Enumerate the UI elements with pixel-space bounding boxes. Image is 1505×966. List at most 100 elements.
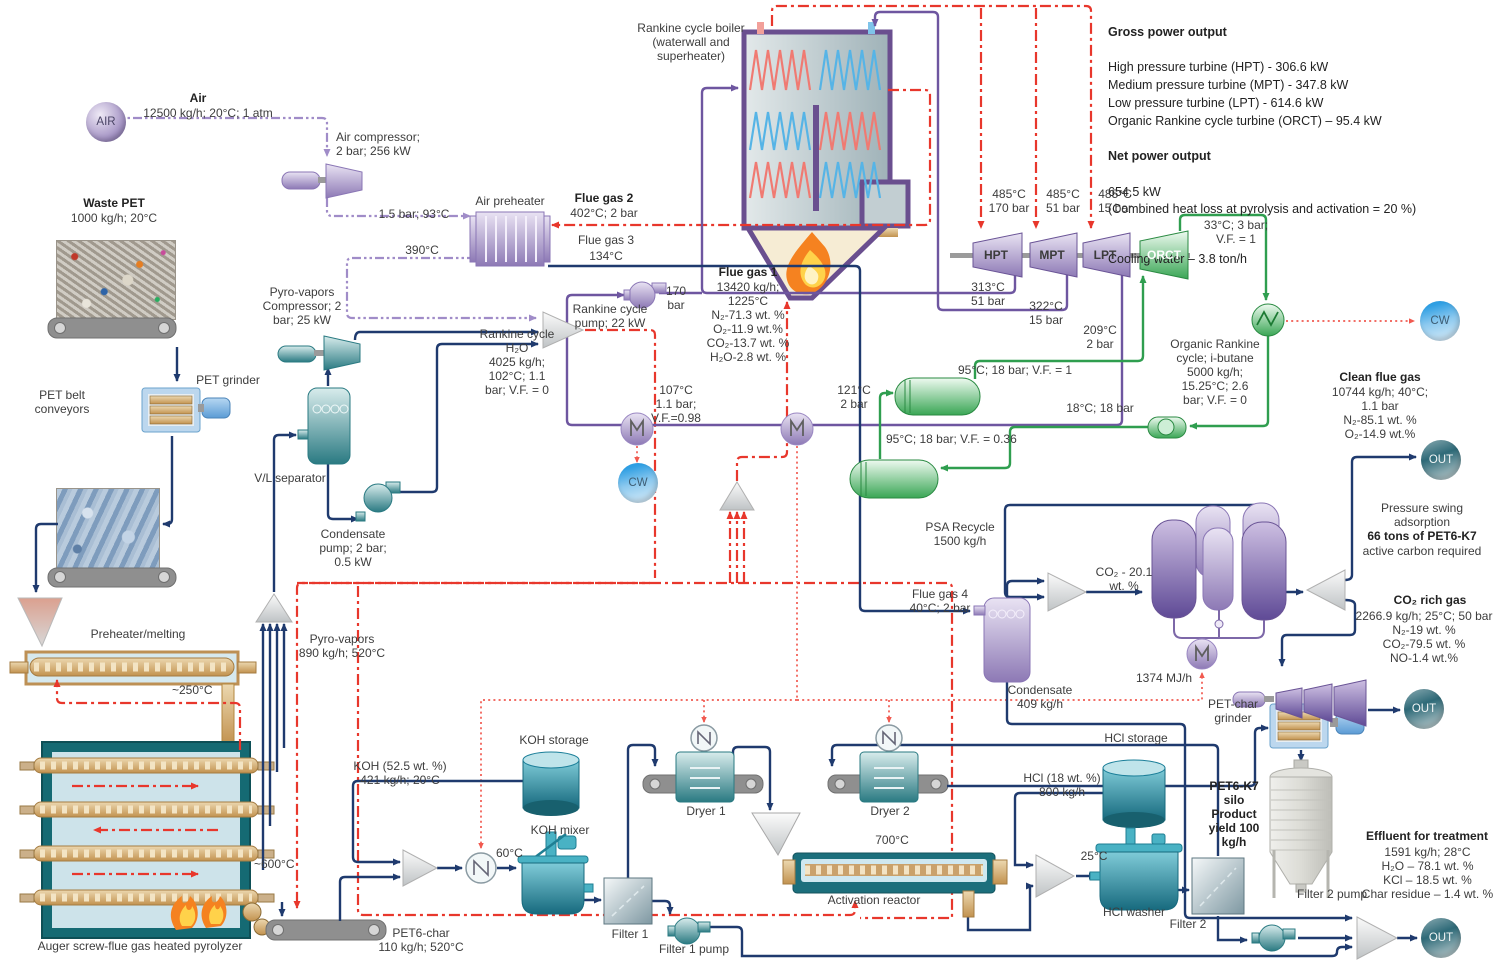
- net-power-lines: 654.5 kW (Combined heat loss at pyrolysi…: [1108, 184, 1417, 217]
- psa-label-1: Pressure swing adsorption: [1380, 501, 1464, 529]
- belt-1: [47, 317, 177, 339]
- rankine-pump-icon: [623, 281, 667, 309]
- orc-cycle-spec: Organic Rankine cycle; i-butane 5000 kg/…: [1170, 337, 1260, 407]
- flue-gas3-spec: 134°C: [589, 249, 623, 263]
- lpt-icon: [1082, 232, 1131, 278]
- pyro-compressor-icon: [277, 335, 361, 371]
- mpt-inlet-label: 485°C 51 bar: [1045, 187, 1081, 215]
- waste-pet-photo: [56, 240, 176, 320]
- koh-storage-icon: [522, 751, 580, 816]
- hpt-outlet-label: 313°C 51 bar: [970, 280, 1006, 308]
- effluent-spec: 1591 kg/h; 28°C H₂O – 78.1 wt. % KCl – 1…: [1361, 845, 1494, 901]
- activation-reactor-label: Activation reactor: [827, 893, 921, 907]
- compressor-outlet-label: 1.5 bar; 93°C: [378, 207, 450, 221]
- burner-mixer: [719, 481, 755, 511]
- mpt-icon: [1029, 232, 1078, 278]
- rankine-pump-label: Rankine cycle pump; 22 kW: [572, 302, 648, 330]
- air-compressor-label: Air compressor; 2 bar; 256 kW: [336, 130, 421, 158]
- vl-separator-label: V/L separator: [254, 471, 326, 485]
- condensate-label: Condensate 409 kg/h: [1007, 683, 1073, 711]
- flue-gas4-label: Flue gas 4 40°C; 2 bar: [909, 587, 971, 615]
- orct-label: ORCT: [1147, 248, 1181, 262]
- evaporator2-spec: 95°C; 18 bar; V.F. = 0.36: [886, 432, 1017, 446]
- flue-gas2-title: Flue gas 2: [574, 191, 634, 205]
- boiler-label: Rankine cycle boiler (waterwall and supe…: [637, 21, 745, 63]
- cooling-water-total: Cooling water – 3.8 ton/h: [1108, 251, 1247, 266]
- fuel-mixer: [542, 311, 585, 349]
- orc-condenser-icon: [1251, 303, 1285, 337]
- filter2-label: Filter 2: [1169, 917, 1207, 931]
- cool-flue-process-lines: [32, 264, 1418, 958]
- koh-storage-label: KOH storage: [519, 733, 589, 747]
- co2-compressor-icon: [1232, 679, 1367, 727]
- hcl-storage-label: HCl storage: [1104, 731, 1168, 745]
- t60-label: 60°C: [496, 846, 523, 860]
- filter2-pump-icon: [1251, 924, 1296, 952]
- condenser-m2-icon: [780, 412, 814, 446]
- preheater-melting-label: Preheater/melting: [90, 627, 186, 641]
- orct-outlet-label: 33°C; 3 bar; V.F. = 1: [1203, 218, 1269, 246]
- belt-2: [47, 567, 177, 588]
- net-power-title: Net power output: [1108, 149, 1211, 163]
- filter2-pump-label: Filter 2 pump: [1296, 887, 1368, 901]
- hpt-label: HPT: [984, 248, 1008, 262]
- orc-evaporator-2-icon: [849, 459, 939, 499]
- psa-recycle-label: PSA Recycle 1500 kg/h: [925, 520, 995, 548]
- condensate-pump-label: Condensate pump; 2 bar; 0.5 kW: [319, 527, 387, 569]
- air-compressor-icon: [281, 163, 363, 199]
- hcl-stream-spec: HCl (18 wt. %) 800 kg/h: [1023, 771, 1101, 799]
- air-preheater-label: Air preheater: [475, 194, 545, 208]
- air-spec: 12500 kg/h; 20°C; 1 atm: [143, 106, 273, 120]
- t25-label: 25°C: [1080, 849, 1108, 863]
- t250-label: ~250°C: [172, 683, 213, 697]
- mpt-label: MPT: [1039, 248, 1065, 262]
- koh-stream-spec: KOH (52.5 wt. %) 421 kg/h; 20°C: [353, 759, 447, 787]
- air-inlet-node: AIR: [86, 102, 126, 142]
- gross-power-title: Gross power output: [1108, 24, 1227, 39]
- silo-label: PET6-K7 silo Product yield 100 kg/h: [1208, 779, 1260, 849]
- psa-heat-duty-label: 1374 MJ/h: [1135, 671, 1193, 685]
- flue-gas1-title: Flue gas 1: [718, 265, 778, 279]
- air-preheater-icon: [469, 211, 551, 267]
- orct-icon: [1139, 230, 1189, 280]
- silo-icon: [1269, 759, 1333, 898]
- pet-grinder-label: PET grinder: [196, 373, 260, 387]
- turbine-train: [950, 230, 1190, 280]
- hpt-inlet-label: 485°C 170 bar: [988, 187, 1030, 215]
- psa-unit-icon: [1151, 502, 1287, 639]
- filter1-label: Filter 1: [611, 927, 649, 941]
- mpt-outlet-label: 322°C 15 bar: [1028, 299, 1064, 327]
- effluent-mixer: [1356, 916, 1399, 960]
- pet-belt-label: PET belt conveyors: [34, 388, 90, 416]
- cooling-water-lines: [478, 318, 1415, 849]
- koh-mixer-label: KOH mixer: [530, 823, 590, 837]
- co2-rich-title: CO₂ rich gas: [1393, 593, 1467, 607]
- activation-reactor-icon: [751, 812, 1008, 918]
- orc-lines: [878, 213, 1270, 472]
- filter2-icon: [1191, 857, 1245, 915]
- rankine-water-spec: Rankine cycle H₂O 4025 kg/h; 102°C; 1.1 …: [479, 327, 555, 397]
- t700-label: 700°C: [875, 833, 909, 847]
- clean-flue-out-node: OUT: [1421, 440, 1461, 480]
- condenser2-spec: 121°C 2 bar: [837, 383, 871, 411]
- power-summary: Gross power output High pressure turbine…: [1108, 6, 1505, 286]
- evaporator1-spec: 95°C; 18 bar; V.F. = 1: [958, 363, 1073, 377]
- pyrolyzer-icon: [19, 741, 275, 939]
- pyro-compressor-label: Pyro-vapors Compressor; 2 bar; 25 kW: [262, 285, 342, 327]
- knockout-drum-icon: [973, 597, 1031, 683]
- dryer2-icon: [859, 724, 919, 803]
- pet-grinder-icon: [141, 387, 231, 433]
- lpt-label: LPT: [1093, 248, 1117, 262]
- steam-lines: [565, 10, 1124, 427]
- flue-gas2-spec: 402°C; 2 bar: [570, 206, 638, 220]
- cooling-water-node-1: CW: [618, 463, 658, 503]
- mixer-triangles: [255, 311, 1399, 960]
- hcl-washer-label: HCl washer: [1102, 905, 1165, 919]
- dryer1-icon: [675, 724, 735, 803]
- condenser-m1-icon: [620, 412, 654, 446]
- belt-pet6char: [265, 919, 387, 941]
- co2-rich-spec: 2266.9 kg/h; 25°C; 50 bar N₂-19 wt. % CO…: [1355, 609, 1493, 665]
- psa-label-2: 66 tons of PET6-K7: [1367, 529, 1477, 543]
